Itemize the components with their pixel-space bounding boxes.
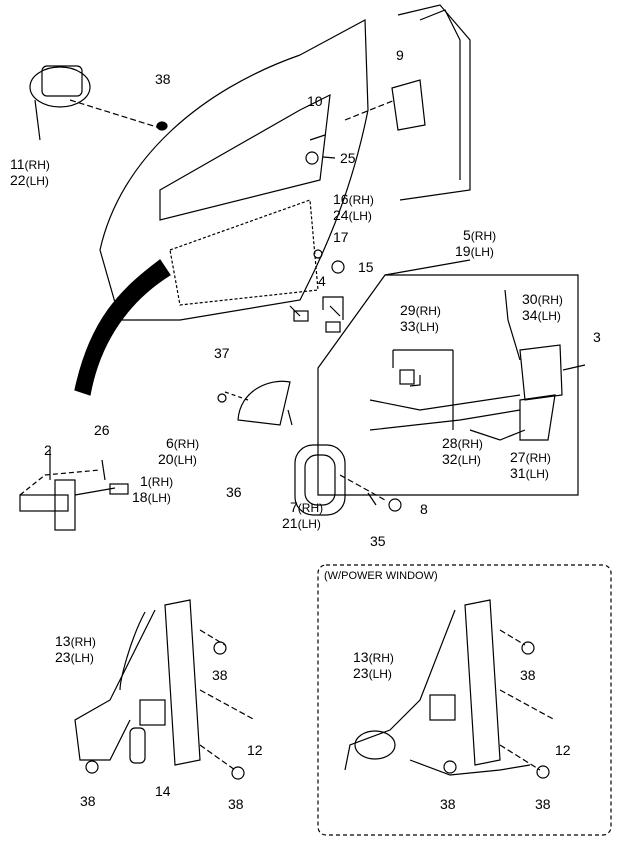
label-34-lh: 34(LH): [522, 307, 561, 324]
inside-handle-drawing: [217, 380, 293, 426]
label-21-lh: 21(LH): [282, 515, 321, 532]
label-6-rh: 6(RH): [166, 435, 200, 452]
label-18-lh: 18(LH): [132, 489, 171, 506]
label-38: 38: [212, 667, 228, 683]
label-11-rh: 11(RH): [10, 156, 50, 173]
label-12: 12: [247, 742, 263, 758]
label-20-lh: 20(LH): [158, 451, 197, 468]
power-window-box: [317, 564, 612, 836]
label-1-rh: 1(RH): [140, 473, 174, 490]
door-panel-drawing: [99, 4, 471, 321]
outside-handle-drawing: [29, 65, 161, 141]
label-7-rh: 7(RH): [290, 499, 324, 516]
label-38: 38: [520, 667, 536, 683]
label-13-rh: 13(RH): [55, 633, 96, 650]
power-regulator-drawing: [344, 599, 531, 776]
label-38: 38: [535, 796, 551, 812]
label-15: 15: [358, 259, 374, 275]
handle-bezel-drawing: [294, 444, 386, 516]
label-29-rh: 29(RH): [400, 302, 441, 319]
label-2: 2: [44, 442, 52, 458]
label-23-lh: 23(LH): [353, 665, 392, 682]
lock-group-box: [317, 274, 579, 496]
door-check-hinge-drawing: [309, 79, 426, 141]
label-17: 17: [333, 229, 349, 245]
label-32-lh: 32(LH): [442, 451, 481, 468]
label-38: 38: [228, 796, 244, 812]
label-12: 12: [555, 742, 571, 758]
label-36: 36: [226, 484, 242, 500]
label-3: 3: [593, 329, 601, 345]
label-9: 9: [396, 47, 404, 63]
label-31-lh: 31(LH): [510, 465, 549, 482]
label-10: 10: [307, 93, 323, 109]
label-14: 14: [155, 783, 171, 799]
label-23-lh: 23(LH): [55, 649, 94, 666]
label-27-rh: 27(RH): [510, 449, 551, 466]
callout-arrow: [74, 259, 171, 396]
label-26: 26: [94, 422, 110, 438]
label-38: 38: [440, 796, 456, 812]
label-37: 37: [214, 345, 230, 361]
label-38: 38: [80, 793, 96, 809]
door-checker-drawing: [19, 469, 129, 531]
label-24-lh: 24(LH): [333, 207, 372, 224]
label-16-rh: 16(RH): [333, 191, 374, 208]
label-22-lh: 22(LH): [10, 172, 49, 189]
manual-regulator-drawing: [74, 599, 201, 766]
label-28-rh: 28(RH): [442, 435, 483, 452]
door-lock-drawing: [369, 289, 586, 441]
label-13-rh: 13(RH): [353, 649, 394, 666]
label-25: 25: [340, 150, 356, 166]
label-30-rh: 30(RH): [522, 291, 563, 308]
label-5-rh: 5(RH): [463, 227, 497, 244]
label-4: 4: [318, 273, 326, 289]
label-38: 38: [155, 71, 171, 87]
label-33-lh: 33(LH): [400, 318, 439, 335]
label-8: 8: [420, 501, 428, 517]
power-window-title: (W/POWER WINDOW): [324, 570, 438, 582]
label-35: 35: [370, 533, 386, 549]
label-19-lh: 19(LH): [455, 243, 494, 260]
